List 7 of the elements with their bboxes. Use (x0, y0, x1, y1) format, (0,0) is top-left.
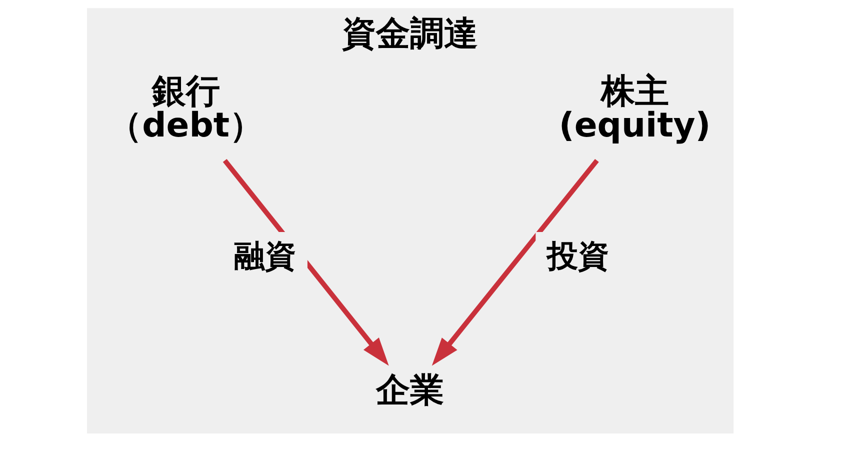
node-text: 企業 (375, 370, 444, 410)
arrow (431, 158, 598, 366)
node-text: 銀行 （debt） (108, 72, 264, 145)
edge-label: 投資 (546, 238, 608, 275)
diagram-title: 資金調達 (341, 14, 478, 53)
edge-label: 融資 (234, 238, 296, 275)
node-text: 株主 (equity) (558, 72, 710, 145)
